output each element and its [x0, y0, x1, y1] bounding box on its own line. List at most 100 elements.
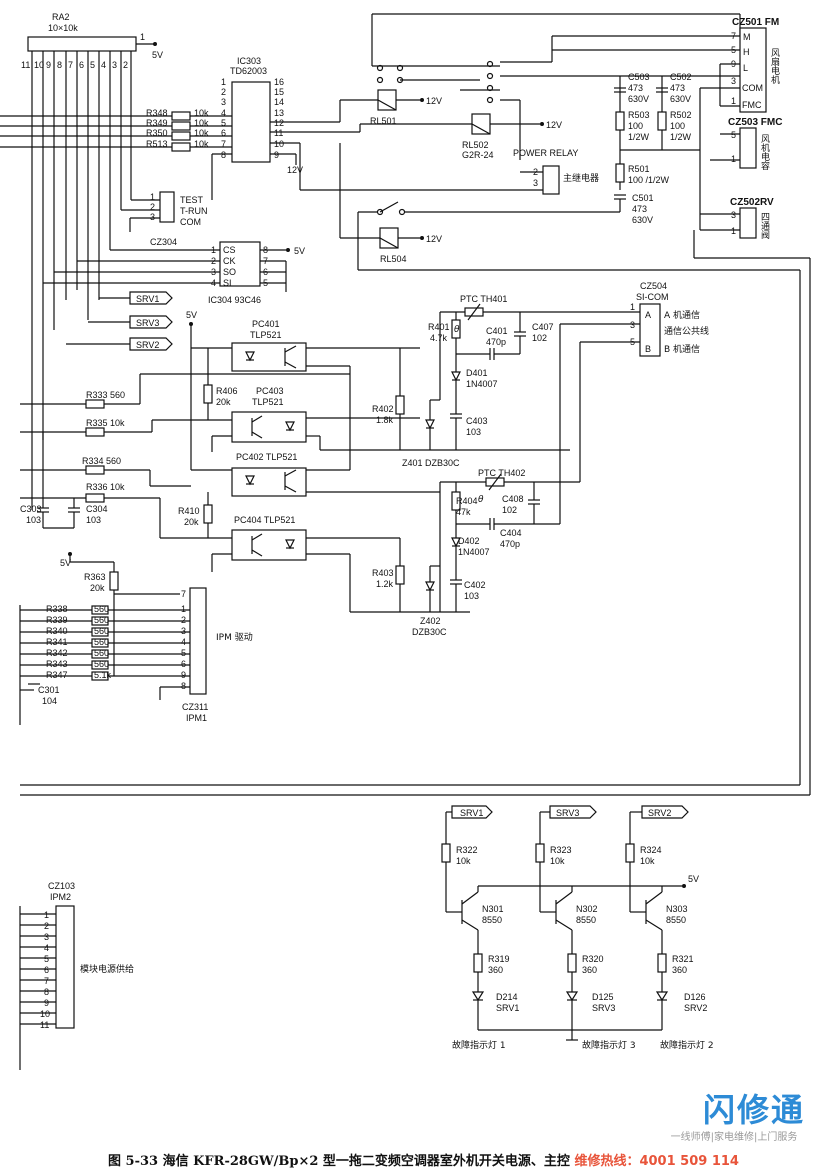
component-label: 630V	[632, 215, 653, 225]
component-label: 470p	[486, 337, 506, 347]
component-label: M	[743, 32, 751, 42]
component-label: R363	[84, 572, 106, 582]
component-label: R319	[488, 954, 510, 964]
component-label: R406	[216, 386, 238, 396]
ic303-part: TD62003	[230, 66, 267, 76]
component-label: SRV3	[556, 808, 579, 818]
hotline-text: 维修热线：4001 509 114	[574, 1154, 739, 1169]
component-label: 560	[94, 626, 109, 636]
cz503-label: CZ503 FMC	[728, 117, 782, 128]
component-label: C303	[20, 504, 42, 514]
component-label: 1.8k	[376, 415, 394, 425]
component-label: 2	[181, 615, 186, 625]
component-label: PC404 TLP521	[234, 515, 295, 525]
component-label: 6	[44, 965, 49, 975]
component-label: SRV2	[136, 340, 159, 350]
component-label: 5	[221, 118, 226, 128]
component-label: TLP521	[252, 397, 284, 407]
ra2-pin-label: 2	[123, 60, 128, 70]
component-label: CK	[223, 256, 236, 266]
component-label: 5	[731, 130, 736, 140]
cz304-connector: 1 2 3 TEST T-RUN COM CZ304	[121, 191, 208, 247]
component-label: 47k	[456, 507, 471, 517]
component-label: 4	[181, 637, 186, 647]
component-label: IPM2	[50, 892, 71, 902]
comm-circuit: PTC TH401 R401 4.7k θ C401 470p C407 102…	[372, 281, 709, 637]
component-label: R347	[46, 670, 68, 680]
component-label: 103	[464, 591, 479, 601]
component-label: D125	[592, 992, 614, 1002]
ipm-drive: 5V R363 20k 7 1 2 3 4 5 6 9 8 R338	[19, 552, 253, 725]
rl502-label: RL502	[462, 140, 489, 150]
component-label: 11	[40, 1020, 49, 1030]
component-label: 13	[274, 108, 284, 118]
component-label: CS	[223, 245, 236, 255]
ra2-pin-label: 9	[46, 60, 51, 70]
component-label: D401	[466, 368, 488, 378]
component-label: N302	[576, 904, 598, 914]
component-label: 通信公共线	[664, 325, 709, 337]
rl504-label: RL504	[380, 254, 407, 264]
component-label: 10k	[194, 139, 209, 149]
component-label: H	[743, 47, 750, 57]
component-label: R338	[46, 604, 68, 614]
component-label: C503	[628, 72, 650, 82]
component-label: 1	[221, 77, 226, 87]
caption-text: 图 5-33 海信 KFR-28GW/Bp×2 型一拖二变频空调器室外机开关电源…	[108, 1154, 570, 1169]
component-label: 12V	[426, 234, 442, 244]
main-relay-label: 主继电器	[563, 172, 599, 184]
component-label: PTC TH402	[478, 468, 525, 478]
component-label: PTC TH401	[460, 294, 507, 304]
component-label: C501	[632, 193, 654, 203]
figure-caption: 图 5-33 海信 KFR-28GW/Bp×2 型一拖二变频空调器室外机开关电源…	[108, 1150, 739, 1169]
fan-motor-label: 风扇电机	[769, 48, 780, 85]
component-label: 12V	[546, 120, 562, 130]
optocouplers: 5V PC401 TLP521 R406 20k PC403 TLP521	[178, 310, 570, 613]
component-label: R336 10k	[86, 482, 125, 492]
logo-slogan: 一线师傅|家电维修|上门服务	[670, 1132, 798, 1143]
svg-text:θ: θ	[454, 325, 460, 335]
component-label: R320	[582, 954, 604, 964]
component-label: 10	[40, 1009, 50, 1019]
component-label: Z402	[420, 616, 441, 626]
component-label: 7	[181, 589, 186, 599]
component-label: 15	[274, 87, 284, 97]
component-label: SI-COM	[636, 292, 669, 302]
component-label: SRV3	[592, 1003, 615, 1013]
cz503-connector: CZ503 FMC 5 1 风机电容	[710, 117, 782, 171]
component-label: 4	[221, 108, 226, 118]
ra2-pin-label: 5	[90, 60, 95, 70]
component-label: C404	[500, 528, 522, 538]
component-label: 9	[274, 150, 279, 160]
component-label: R402	[372, 404, 394, 414]
component-label: 10	[274, 139, 284, 149]
component-label: 360	[672, 965, 687, 975]
component-label: D214	[496, 992, 518, 1002]
cz304-label: CZ304	[150, 237, 177, 247]
component-label: PC401	[252, 319, 280, 329]
component-label: SO	[223, 267, 236, 277]
cz501-connector: CZ501 FM 7 5 9 3 1 M H L COM FMC 风扇电机	[699, 17, 780, 230]
component-label: FMC	[742, 100, 762, 110]
component-label: 10k	[550, 856, 565, 866]
component-label: 360	[582, 965, 597, 975]
component-label: 102	[502, 505, 517, 515]
component-label: 5	[181, 648, 186, 658]
component-label: 6	[221, 128, 226, 138]
component-label: 102	[532, 333, 547, 343]
component-label: R502	[670, 110, 692, 120]
component-label: DZB30C	[412, 627, 447, 637]
ic303-label: IC303	[237, 56, 261, 66]
component-label: 5	[44, 954, 49, 964]
component-label: R349	[146, 118, 168, 128]
component-label: 5.1k	[94, 670, 112, 680]
component-label: 560	[94, 615, 109, 625]
component-label: 5V	[60, 558, 71, 568]
component-label: 10k	[456, 856, 471, 866]
component-label: 1	[44, 910, 49, 920]
component-label: 1	[630, 302, 635, 312]
cz502-connector: CZ502RV 3 1 四通阀	[20, 197, 811, 796]
ipm-drive-label: IPM 驱动	[216, 632, 253, 643]
component-label: 10k	[640, 856, 655, 866]
component-label: R340	[46, 626, 68, 636]
